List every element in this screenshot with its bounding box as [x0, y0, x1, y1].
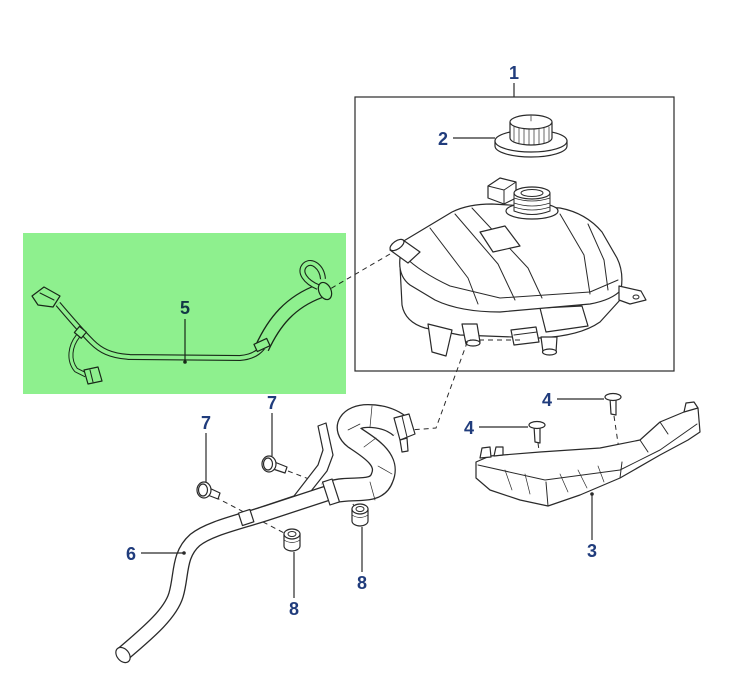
tank-level-sensor	[510, 326, 540, 346]
tank-mount-foot	[427, 323, 453, 357]
tank-top-connector	[487, 177, 517, 205]
callout-7-left: 7	[201, 413, 211, 433]
part-3-mounting-bracket	[475, 401, 701, 540]
callout-8-right: 8	[357, 573, 367, 593]
part-8-grommet-right	[351, 503, 369, 572]
part-7-bolt-right	[261, 413, 288, 474]
highlight-area	[23, 233, 346, 394]
part-4-bolt-upper	[557, 392, 622, 416]
part-8-grommet-left	[283, 528, 301, 598]
callout-7-right: 7	[267, 393, 277, 413]
part-1-assembly-frame	[354, 83, 675, 372]
part-2-filler-cap	[494, 114, 568, 158]
callout-4-upper: 4	[542, 390, 552, 410]
part-1-expansion-tank	[389, 177, 647, 357]
part-7-bolt-left	[196, 433, 221, 500]
part-4-bolt-lower	[479, 420, 546, 444]
callout-6: 6	[126, 544, 136, 564]
callout-4-lower: 4	[464, 418, 474, 438]
tank-filler-neck	[505, 186, 559, 220]
callout-3: 3	[587, 541, 597, 561]
part-6-coolant-pipe	[115, 404, 416, 664]
tank-mount-tab	[618, 285, 647, 305]
callout-8-left: 8	[289, 599, 299, 619]
callout-1: 1	[509, 63, 519, 83]
tank-inlet-spout	[389, 238, 421, 264]
callout-2: 2	[438, 129, 448, 149]
